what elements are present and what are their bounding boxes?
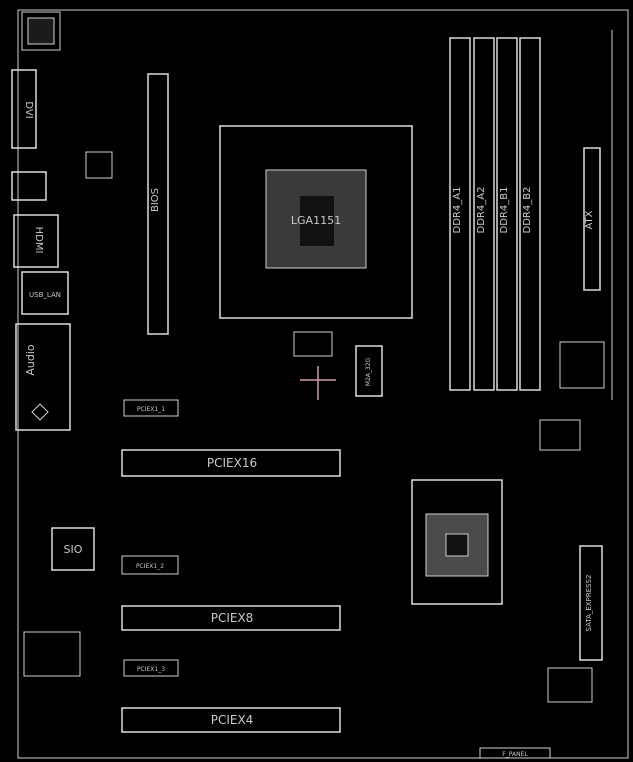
cpu-socket-label: LGA1151 <box>291 214 341 227</box>
chipset-core <box>445 533 469 557</box>
bios-label: BIOS <box>150 188 161 212</box>
usb-lan-port <box>21 271 69 315</box>
pciex1-slot-3 <box>123 659 179 677</box>
pciex1-slot-1 <box>123 399 179 417</box>
chipset <box>411 479 503 605</box>
pciex8-label: PCIEX8 <box>211 611 254 625</box>
pciex1-label-3: PCIEX1_3 <box>137 666 165 673</box>
dvi-port <box>11 69 37 149</box>
dimm-slots: DDR4_A1 DDR4_A2 DDR4_B1 DDR4_B2 <box>449 37 541 391</box>
dimm-label-4: DDR4_B2 <box>522 187 533 234</box>
hdmi-label: HDMI <box>33 227 44 254</box>
dimm-slot-2 <box>473 37 495 391</box>
f-panel-label: F_PANEL <box>502 751 528 758</box>
pciex4-label: PCIEX4 <box>211 713 254 727</box>
pcie-slots: PCIEX1_1 PCIEX16 PCIEX1_2 PCIEX8 PCIEX1_… <box>121 399 341 733</box>
atx-label: ATX <box>584 210 595 229</box>
component-chip-5 <box>539 419 581 451</box>
component-chip-4 <box>559 341 605 389</box>
bios-strip <box>147 73 169 335</box>
dimm-slot-3 <box>496 37 518 391</box>
board-outline <box>17 9 629 759</box>
pciex1-label-2: PCIEX1_2 <box>136 563 164 570</box>
sata-express-connector <box>579 545 603 661</box>
component-chip-1 <box>85 151 113 179</box>
dimm-label-3: DDR4_B1 <box>499 187 510 234</box>
audio-label: Audio <box>24 344 37 376</box>
m2-slot <box>355 345 383 397</box>
sata-express-label: SATA_EXPRESS2 <box>585 575 593 632</box>
misc-components: F_PANEL <box>23 151 605 759</box>
dvi-label: DVI <box>23 101 34 118</box>
ps2-port <box>21 11 61 51</box>
hdmi-port-1 <box>11 171 47 201</box>
component-chip-3 <box>547 667 593 703</box>
crosshair-cursor <box>300 366 336 400</box>
sio-chip <box>51 527 95 571</box>
cpu-socket: LGA1151 <box>219 125 413 319</box>
audio-diamond-mark <box>31 403 49 421</box>
dimm-label-2: DDR4_A2 <box>476 187 487 234</box>
component-chip-2 <box>23 631 81 677</box>
pciex16-slot <box>121 449 341 477</box>
io-panel: DVI HDMI USB_LAN Audio <box>11 11 71 431</box>
dimm-label-1: DDR4_A1 <box>452 187 463 234</box>
ps2-inner <box>27 17 55 45</box>
m2-label: M2A_32G <box>365 357 372 386</box>
chipset-outline <box>411 479 503 605</box>
usb-lan-label: USB_LAN <box>29 291 61 299</box>
pciex16-label: PCIEX16 <box>207 456 257 470</box>
vrm-components <box>293 331 333 357</box>
pciex8-slot <box>121 605 341 631</box>
audio-port <box>15 323 71 431</box>
atx-connector <box>583 147 601 291</box>
dimm-slot-4 <box>519 37 541 391</box>
f-panel-header <box>479 747 551 759</box>
pciex1-label-1: PCIEX1_1 <box>137 406 165 413</box>
pciex1-slot-2 <box>121 555 179 575</box>
hdmi-port-2 <box>13 214 59 268</box>
dimm-slot-1 <box>449 37 471 391</box>
sio-label: SIO <box>64 543 83 556</box>
cpu-socket-outline <box>219 125 413 319</box>
cpu-pin-field-center <box>300 196 334 246</box>
pciex4-slot <box>121 707 341 733</box>
